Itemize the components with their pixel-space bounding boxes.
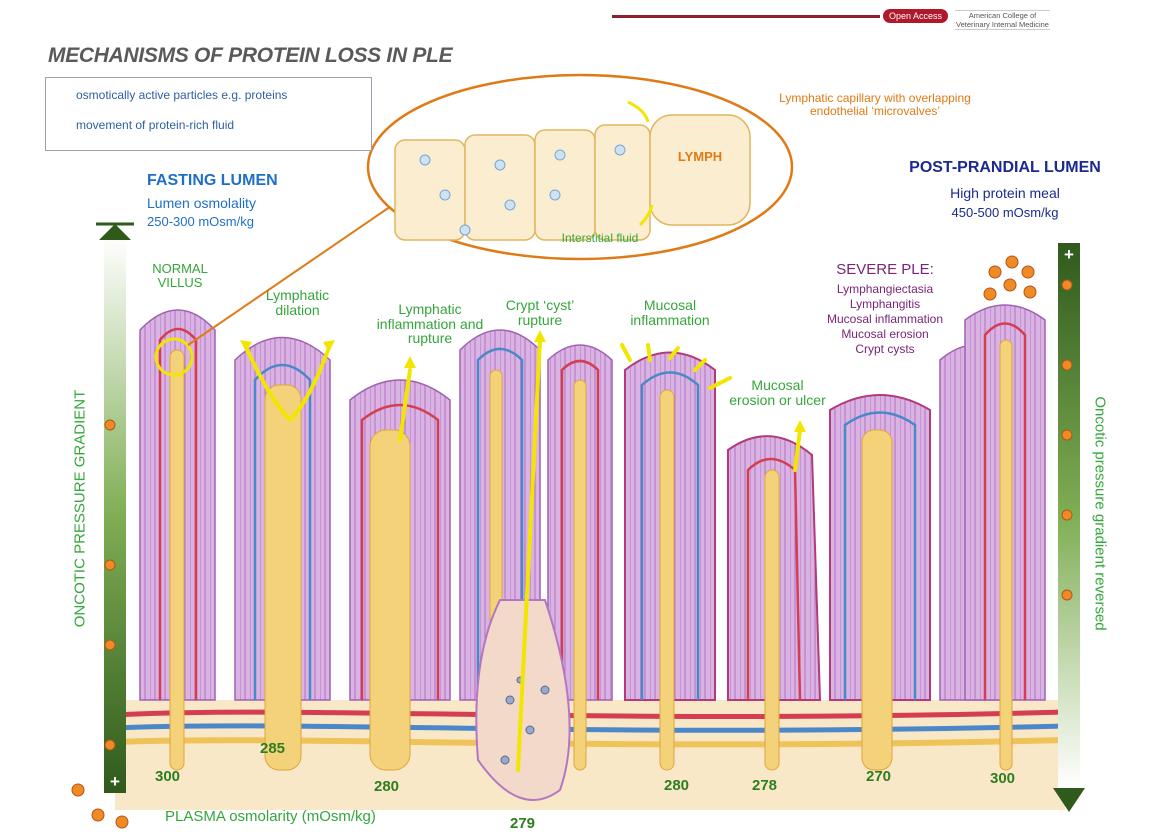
osmolarity-value: 280 [664,777,689,794]
right-plus-sign: + [1060,245,1078,265]
plasma-osmolarity-label: PLASMA osmolarity (mOsm/kg) [165,808,376,825]
inflam-label-line3: rupture [350,331,510,346]
right-gradient-label: Oncotic pressure gradient reversed [1092,374,1109,654]
dilation-label-line1: Lymphatic [240,288,355,303]
osmolarity-value: 300 [990,770,1015,787]
osmolarity-value: 280 [374,778,399,795]
erosion-label-line1: Mucosal [715,378,840,393]
mucosal-erosion-label: Mucosal erosion or ulcer [715,378,840,407]
osmolarity-value: 300 [155,768,180,785]
mucosal-inflammation-label: Mucosal inflammation [615,298,725,327]
postprandial-line2: 450-500 mOsm/kg [880,206,1130,220]
severe-item: Lymphangitis [800,297,970,312]
fasting-title: FASTING LUMEN [147,172,278,190]
capillary-label-line2: endothelial ‘microvalves’ [740,105,1010,118]
publisher-name: American College of Veterinary Internal … [955,10,1050,30]
open-access-badge[interactable]: Open Access [883,9,948,23]
severe-item: Mucosal erosion [800,327,970,342]
crypt-label-line2: rupture [485,313,595,328]
osmolarity-value: 285 [260,740,285,757]
severe-item: Lymphangiectasia [800,282,970,297]
crypt-cyst-label: Crypt ‘cyst’ rupture [485,298,595,327]
osmolarity-value: 279 [510,815,535,832]
postprandial-line1: High protein meal [880,186,1130,201]
severe-item: Mucosal inflammation [800,312,970,327]
lymph-label: LYMPH [670,150,730,164]
osmolarity-value: 278 [752,777,777,794]
capillary-label: Lymphatic capillary with overlapping end… [740,92,1010,117]
left-plus-sign: + [106,772,124,792]
normal-villus-label: NORMAL VILLUS [130,262,230,289]
erosion-label-line2: erosion or ulcer [715,393,840,408]
legend-fluid-label: movement of protein-rich fluid [76,118,234,132]
postprandial-title: POST-PRANDIAL LUMEN [880,160,1130,177]
left-gradient-bar [104,238,126,793]
crypt-label-line1: Crypt ‘cyst’ [485,298,595,313]
header-rule [612,15,880,18]
lymphatic-dilation-label: Lymphatic dilation [240,288,355,317]
dilation-label-line2: dilation [240,303,355,318]
legend-box: osmotically active particles e.g. protei… [45,77,372,151]
osmolarity-value: 270 [866,768,891,785]
capillary-label-line1: Lymphatic capillary with overlapping [740,92,1010,105]
mucosal-label-line1: Mucosal [615,298,725,313]
interstitial-label: Interstitial fluid [540,232,660,245]
page-title: MECHANISMS OF PROTEIN LOSS IN PLE [48,44,452,68]
severe-ple-list: Lymphangiectasia Lymphangitis Mucosal in… [800,282,970,357]
normal-label-line1: NORMAL [130,262,230,276]
normal-label-line2: VILLUS [130,276,230,290]
mucosal-label-line2: inflammation [615,313,725,328]
severe-ple-title: SEVERE PLE: [800,262,970,278]
fasting-line2: 250-300 mOsm/kg [147,214,254,229]
fasting-line1: Lumen osmolality [147,195,256,211]
left-gradient-label: ONCOTIC PRESSURE GRADIENT [72,379,89,639]
severe-item: Crypt cysts [800,342,970,357]
legend-particles-label: osmotically active particles e.g. protei… [76,88,287,102]
left-gradient-arrowhead [99,224,131,240]
